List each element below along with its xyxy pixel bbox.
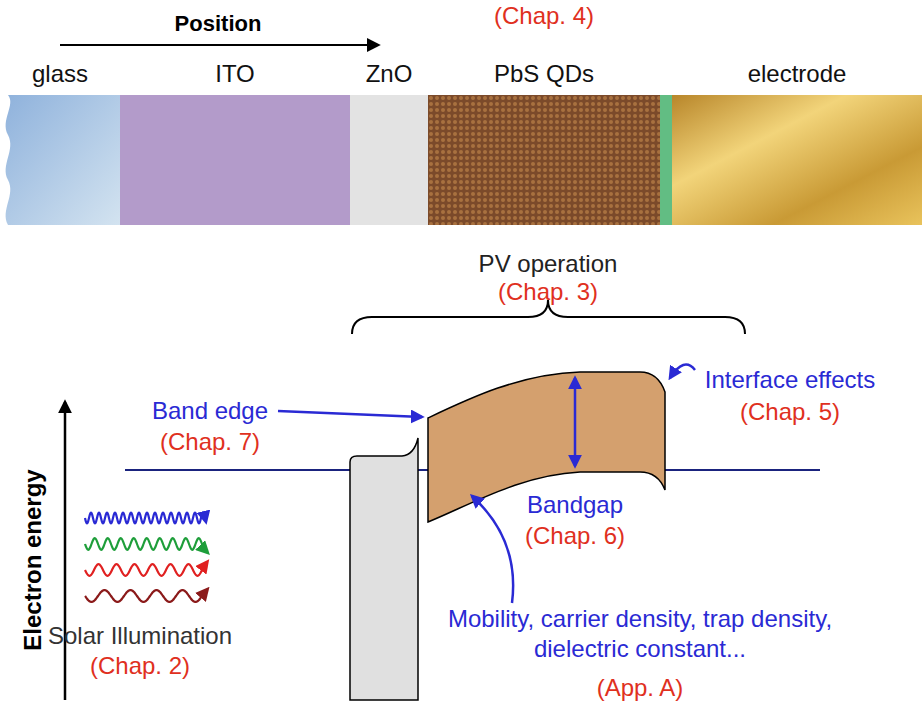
layer-fill [120,95,350,225]
topic-label: Band edge [152,397,268,425]
group-label: PV operation [479,250,618,278]
mobility-pointer [472,496,513,603]
layer-box: ZnO [350,0,428,225]
light-wave [85,538,205,550]
bandgap-arrow [574,378,577,466]
topic-label: Solar Illumination [48,622,232,650]
layer-shape [672,95,922,225]
layer-box: glass [0,0,120,225]
layer-shape [120,95,350,225]
pbs-band [428,372,665,522]
brace [352,300,745,334]
layer-box: (Chap. 4) PbS QDs [428,0,660,225]
layer-shape [6,95,120,225]
layer-fill [350,95,428,225]
topic-label: Mobility, carrier density, trap density,… [444,604,836,664]
axis-title: Electron energy [19,469,47,650]
layer-shape [350,95,428,225]
light-wave [85,513,205,524]
light-wave [85,564,205,576]
interface-pointer [670,365,695,378]
light-wave [85,590,205,602]
chapter-ref: (Chap. 4) [428,2,660,30]
topic-label: Interface effects [705,366,875,394]
layer-name: electrode [672,60,922,88]
layer-fill [428,95,660,225]
chapter-ref: (App. A) [597,674,684,702]
chapter-ref: (Chap. 6) [525,522,625,550]
layer-name: glass [0,60,120,88]
layer-name: ITO [120,60,350,88]
interlayer [660,95,672,225]
light-waves [85,513,205,602]
chapter-ref: (Chap. 2) [90,652,190,680]
zno-band [350,438,418,700]
topic-label: Bandgap [527,491,623,519]
layer-name: ZnO [350,60,428,88]
chapter-ref: (Chap. 7) [160,428,260,456]
band-edge-pointer [278,411,422,417]
chapter-ref: (Chap. 3) [498,278,598,306]
layer-shape [428,95,660,225]
energy-axis [64,402,67,700]
layer-name: PbS QDs [428,60,660,88]
position-arrow [60,44,378,46]
axis-title: Position [175,10,262,38]
chapter-ref: (Chap. 5) [740,398,840,426]
layer-fill [0,95,120,225]
layer-fill [672,95,922,225]
layer-box: electrode [672,0,922,225]
